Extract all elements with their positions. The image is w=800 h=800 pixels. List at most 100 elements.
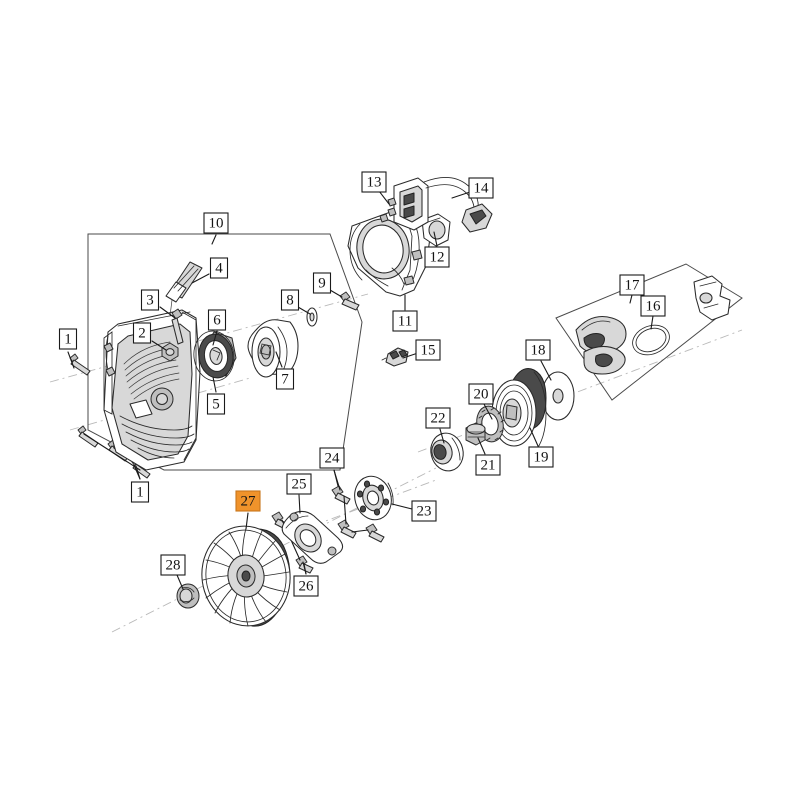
leader-line-4 — [191, 273, 210, 284]
callout-number-12: 12 — [430, 249, 445, 265]
callout-14[interactable]: 14 — [468, 177, 494, 199]
callout-3[interactable]: 3 — [140, 289, 160, 311]
callout-1a[interactable]: 1 — [58, 328, 78, 350]
callout-number-17: 17 — [625, 277, 641, 293]
callout-number-26: 26 — [299, 578, 315, 594]
leader-line-8 — [297, 306, 311, 315]
callout-box-27[interactable] — [235, 490, 261, 512]
part-switch-contact-15 — [381, 347, 409, 367]
leader-line-17 — [629, 294, 633, 304]
callout-number-8: 8 — [286, 292, 294, 308]
callout-11[interactable]: 11 — [392, 310, 418, 332]
callout-2[interactable]: 2 — [132, 322, 152, 344]
leader-line-2 — [151, 340, 167, 351]
part-clutch-washer-18 — [541, 371, 575, 421]
callout-5[interactable]: 5 — [206, 393, 226, 415]
callout-10[interactable]: 10 — [203, 212, 229, 234]
callout-12[interactable]: 12 — [424, 246, 450, 268]
callout-box-7[interactable] — [275, 368, 295, 390]
callout-box-18[interactable] — [525, 339, 551, 361]
part-clutch-assembly-17 — [575, 275, 731, 375]
leader-line-20 — [483, 403, 493, 420]
leader-lines-layer — [67, 190, 654, 590]
callout-box-1[interactable] — [58, 328, 78, 350]
leader-line-10 — [211, 234, 217, 245]
callout-box-6[interactable] — [207, 309, 227, 331]
callout-28[interactable]: 28 — [160, 554, 186, 576]
callout-6[interactable]: 6 — [207, 309, 227, 331]
callout-20[interactable]: 20 — [468, 383, 494, 405]
callout-9[interactable]: 9 — [312, 272, 332, 294]
callout-box-22[interactable] — [425, 407, 451, 429]
part-ht-lead-14 — [423, 177, 493, 233]
leader-line-21 — [477, 437, 486, 455]
callout-box-25[interactable] — [286, 473, 312, 495]
callout-box-24[interactable] — [319, 447, 345, 469]
screw-24b — [337, 519, 357, 539]
part-rope-rotor-6 — [198, 331, 237, 379]
callout-box-4[interactable] — [209, 257, 229, 279]
callout-box-13[interactable] — [361, 171, 387, 193]
callout-7[interactable]: 7 — [275, 368, 295, 390]
callout-box-20[interactable] — [468, 383, 494, 405]
callout-24[interactable]: 24 — [319, 447, 345, 469]
callout-22[interactable]: 22 — [425, 407, 451, 429]
callout-box-26[interactable] — [293, 575, 319, 597]
callout-4[interactable]: 4 — [209, 257, 229, 279]
callout-box-28[interactable] — [160, 554, 186, 576]
callout-13[interactable]: 13 — [361, 171, 387, 193]
part-screw-9 — [339, 291, 360, 311]
callout-box-9[interactable] — [312, 272, 332, 294]
part-spark-plug-boot-12 — [421, 213, 451, 247]
callout-box-8[interactable] — [280, 289, 300, 311]
callout-box-3[interactable] — [140, 289, 160, 311]
callout-number-13: 13 — [367, 174, 382, 190]
callout-box-17[interactable] — [619, 274, 645, 296]
callout-box-16[interactable] — [640, 295, 666, 317]
callout-number-11: 11 — [398, 313, 412, 329]
callout-number-27: 27 — [241, 493, 257, 509]
callout-box-10[interactable] — [203, 212, 229, 234]
callout-17[interactable]: 17 — [619, 274, 645, 296]
leader-line-18 — [540, 360, 552, 381]
callout-box-14[interactable] — [468, 177, 494, 199]
callout-27[interactable]: 27 — [235, 490, 261, 512]
leader-line-26 — [302, 561, 307, 575]
callout-18[interactable]: 18 — [525, 339, 551, 361]
leader-line-1 — [67, 351, 75, 369]
callout-box-1[interactable] — [130, 481, 150, 503]
callout-box-19[interactable] — [528, 446, 554, 468]
leader-line-3 — [159, 306, 176, 319]
callout-box-21[interactable] — [475, 454, 501, 476]
part-starter-housing-10 — [103, 309, 201, 471]
part-recoil-spring-5 — [193, 330, 235, 382]
callout-number-21: 21 — [481, 457, 496, 473]
callout-number-20: 20 — [474, 386, 489, 402]
callout-25[interactable]: 25 — [286, 473, 312, 495]
callout-box-12[interactable] — [424, 246, 450, 268]
callout-15[interactable]: 15 — [415, 339, 441, 361]
callout-19[interactable]: 19 — [528, 446, 554, 468]
callout-box-23[interactable] — [411, 500, 437, 522]
callout-box-15[interactable] — [415, 339, 441, 361]
callout-16[interactable]: 16 — [640, 295, 666, 317]
callout-number-2: 2 — [138, 325, 146, 341]
callout-box-2[interactable] — [132, 322, 152, 344]
callout-box-11[interactable] — [392, 310, 418, 332]
callout-1b[interactable]: 1 — [130, 481, 150, 503]
screw-24a — [331, 485, 351, 505]
sprocket-teeth-holes — [356, 480, 390, 516]
part-rim-sprocket-23 — [354, 475, 394, 521]
callout-number-7: 7 — [281, 371, 289, 387]
group-frame-starter — [87, 233, 363, 471]
leader-line-6 — [212, 330, 218, 346]
callout-26[interactable]: 26 — [293, 575, 319, 597]
screw-1b — [77, 425, 99, 448]
callout-23[interactable]: 23 — [411, 500, 437, 522]
leader-line-5 — [212, 376, 217, 393]
callout-box-5[interactable] — [206, 393, 226, 415]
callout-8[interactable]: 8 — [280, 289, 300, 311]
callout-21[interactable]: 21 — [475, 454, 501, 476]
